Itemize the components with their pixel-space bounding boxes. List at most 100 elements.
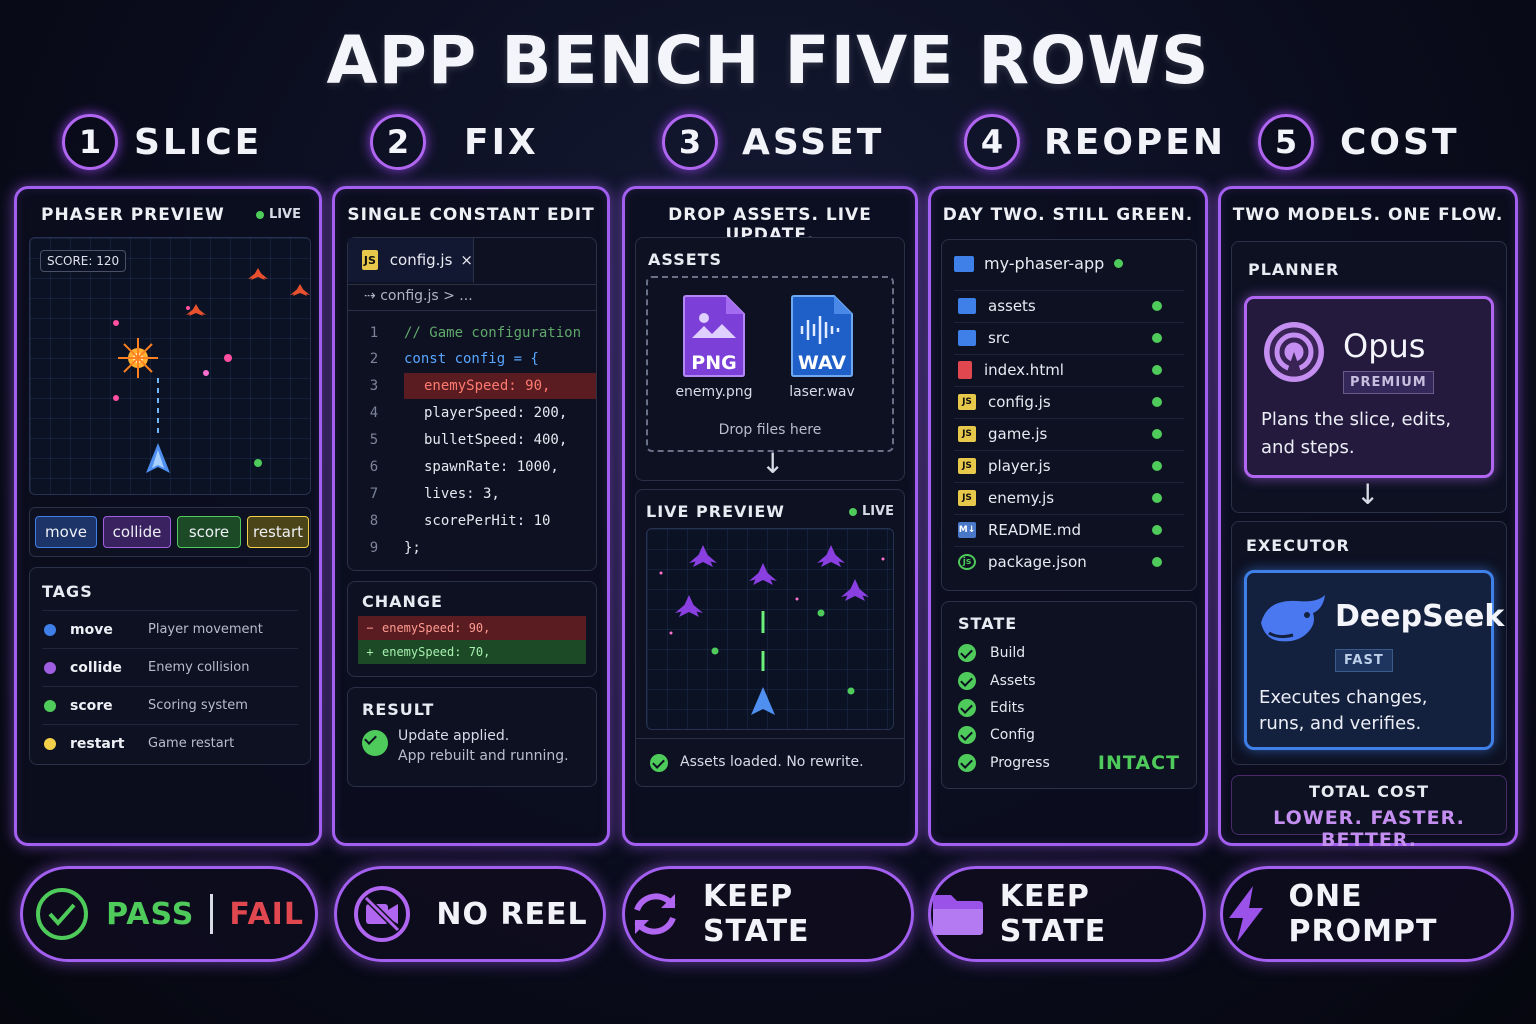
- tag-button-restart[interactable]: restart: [247, 516, 309, 548]
- column-title: SLICE: [134, 121, 263, 163]
- panel-header: PHASER PREVIEW: [41, 205, 225, 225]
- change-label: CHANGE: [362, 592, 443, 611]
- diff-added-line: +enemySpeed: 70,: [358, 640, 586, 664]
- tab-config-js[interactable]: JS config.js ×: [348, 238, 474, 284]
- folder-icon: [933, 895, 983, 935]
- folder-icon: [958, 329, 976, 346]
- line-number: 7: [369, 486, 379, 502]
- png-file-icon: [683, 295, 745, 377]
- diff-removed-line: −enemySpeed: 90,: [358, 616, 586, 640]
- file-item[interactable]: src: [954, 322, 1184, 352]
- root-name: my-phaser-app: [984, 254, 1105, 273]
- deepseek-tier-badge: FAST: [1335, 649, 1393, 672]
- assets-card: ASSETS PNG enemy.png WAV laser.wav Drop …: [635, 237, 905, 481]
- column-header-fix: 2 FIX: [370, 112, 539, 172]
- result-line-2: App rebuilt and running.: [398, 748, 569, 764]
- file-name: package.json: [988, 552, 1087, 571]
- status-dot: [1114, 259, 1124, 268]
- status-dot: [1152, 300, 1162, 311]
- pass-fail-pill: PASS FAIL: [20, 866, 318, 962]
- file-name: game.js: [988, 424, 1048, 443]
- panel-header: SINGLE CONSTANT EDIT: [347, 205, 595, 225]
- status-dot: [1152, 492, 1162, 503]
- executor-card: EXECUTOR DeepSeek FAST Executes changes,…: [1231, 521, 1507, 765]
- arrow-down-icon: ↓: [1356, 478, 1380, 511]
- code-text: scorePerHit: 10: [424, 513, 551, 529]
- tag-name: move: [70, 621, 113, 638]
- game-preview[interactable]: [646, 528, 894, 730]
- opus-tier-badge: PREMIUM: [1343, 371, 1434, 394]
- live-preview-label: LIVE PREVIEW: [646, 502, 785, 521]
- line-number: 1: [369, 325, 379, 341]
- column-header-asset: 3 ASSET: [662, 112, 884, 172]
- tab-label: config.js: [389, 251, 453, 269]
- status-dot: [1152, 396, 1162, 407]
- tags-label: TAGS: [42, 582, 93, 601]
- score-display: SCORE: 120: [40, 250, 127, 272]
- file-item[interactable]: M↓ README.md: [954, 514, 1184, 544]
- diff-text: enemySpeed: 90,: [382, 621, 491, 635]
- file-name: README.md: [988, 520, 1082, 539]
- file-item[interactable]: JS config.js: [954, 386, 1184, 416]
- png-filename: enemy.png: [675, 384, 753, 400]
- status-dot: [1152, 332, 1162, 343]
- wav-badge: WAV: [797, 352, 847, 374]
- drop-zone[interactable]: [646, 276, 894, 452]
- opus-model-card[interactable]: Opus PREMIUM Plans the slice, edits, and…: [1244, 296, 1494, 478]
- enemy-ship: [248, 268, 268, 280]
- divider: [210, 894, 214, 934]
- state-row: Build: [958, 640, 1025, 666]
- tag-dot: [44, 623, 56, 636]
- code-line: 1// Game configuration: [354, 320, 596, 346]
- intact-badge: INTACT: [1097, 752, 1180, 774]
- step-number: 5: [1258, 114, 1314, 170]
- tag-button-collide[interactable]: collide: [103, 516, 171, 548]
- game-preview[interactable]: SCORE: 120: [29, 237, 311, 495]
- code-text: const config = {: [404, 351, 539, 367]
- total-cost-card: TOTAL COST LOWER. FASTER. BETTER.: [1231, 775, 1507, 851]
- tag-button-move[interactable]: move: [35, 516, 97, 548]
- tag-desc: Scoring system: [148, 698, 248, 713]
- close-icon[interactable]: ×: [460, 251, 473, 269]
- file-item[interactable]: JS player.js: [954, 450, 1184, 480]
- markdown-file-icon: M↓: [958, 521, 976, 538]
- panel-header: DAY TWO. STILL GREEN.: [942, 205, 1194, 225]
- tag-desc: Player movement: [148, 622, 263, 637]
- js-file-icon: JS: [958, 393, 976, 410]
- file-name: player.js: [988, 456, 1051, 475]
- check-circle-icon: [650, 754, 668, 772]
- deepseek-model-card[interactable]: DeepSeek FAST Executes changes, runs, an…: [1244, 570, 1504, 750]
- check-circle-icon: [36, 888, 89, 940]
- file-name: config.js: [988, 392, 1051, 411]
- result-line-1: Update applied.: [398, 728, 510, 744]
- check-circle-icon: [958, 699, 976, 717]
- file-item[interactable]: assets: [954, 290, 1184, 320]
- code-text: spawnRate: 1000,: [424, 459, 559, 475]
- tag-dot: [44, 737, 56, 750]
- tag-button-score[interactable]: score: [177, 516, 241, 548]
- pass-label: PASS: [106, 896, 195, 932]
- tag-row: move Player movement: [42, 610, 298, 648]
- no-reel-pill: NO REEL: [334, 866, 606, 962]
- line-number: 3: [369, 378, 379, 394]
- change-card: CHANGE −enemySpeed: 90, +enemySpeed: 70,: [347, 581, 597, 677]
- js-file-icon: JS: [362, 250, 378, 270]
- file-tree: my-phaser-app assets src index.html JS co…: [941, 239, 1197, 591]
- live-indicator: LIVE: [256, 207, 301, 222]
- code-editor[interactable]: JS config.js × ⇢ config.js > ... 1// Gam…: [347, 237, 597, 571]
- fix-panel: SINGLE CONSTANT EDIT JS config.js × ⇢ co…: [332, 186, 610, 846]
- file-item[interactable]: index.html: [954, 354, 1184, 384]
- code-text: enemySpeed: 90,: [424, 378, 551, 394]
- keep-state-pill-2: KEEP STATE: [928, 866, 1206, 962]
- js-file-icon: JS: [958, 457, 976, 474]
- step-number: 3: [662, 114, 718, 170]
- planner-card: PLANNER Opus PREMIUM Plans the slice, ed…: [1231, 241, 1507, 513]
- file-tree-root[interactable]: my-phaser-app: [954, 254, 1124, 273]
